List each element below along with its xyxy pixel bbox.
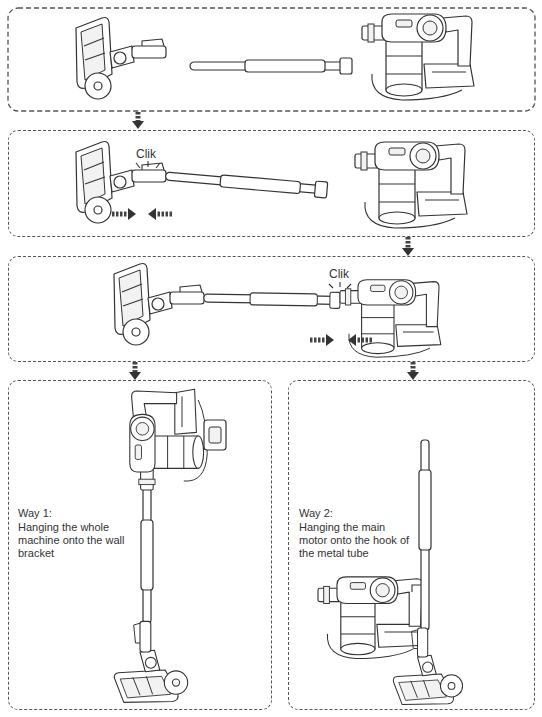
- click-label: Clik: [136, 147, 156, 161]
- dashed-panel: Way 1:Hanging the whole machine onto the…: [8, 380, 272, 710]
- metal-tube: [190, 58, 352, 74]
- click-burst: [156, 163, 160, 168]
- step-arrow: [406, 237, 411, 248]
- motor-unit: [362, 14, 474, 100]
- tube-hook: [412, 585, 421, 592]
- motor-unit: [318, 577, 424, 659]
- wall-bracket: [204, 420, 226, 450]
- bracket-hook: [209, 427, 221, 443]
- floor-head: [114, 264, 204, 346]
- click-burst: [136, 163, 140, 168]
- click-burst: [329, 284, 333, 288]
- click-label: Clik: [329, 267, 349, 281]
- floor-head: [76, 142, 166, 224]
- floor-head: [76, 18, 166, 100]
- metal-tube: [204, 290, 340, 308]
- tube-sleeve: [141, 520, 153, 590]
- click-burst: [147, 161, 148, 167]
- click-burst: [347, 284, 351, 288]
- push-arrow: [156, 212, 172, 217]
- motor-unit: [355, 142, 467, 228]
- push-arrow: [356, 338, 372, 343]
- option-description: Hanging the main motor onto the hook of …: [299, 521, 411, 561]
- step-arrow: [411, 362, 416, 372]
- dashed-panel: Clik: [8, 130, 535, 237]
- option-heading: Way 1:: [18, 507, 52, 520]
- motor-unit: [340, 280, 441, 357]
- floor-head: [114, 621, 187, 702]
- motor-unit: [130, 389, 207, 490]
- tube-sleeve: [419, 470, 431, 550]
- floor-head: [393, 628, 462, 705]
- step-arrow: [136, 112, 141, 121]
- option-description: Hanging the whole machine onto the wall …: [18, 521, 130, 561]
- push-arrow: [112, 212, 128, 217]
- push-arrow: [310, 338, 326, 343]
- dashed-panel: Clik: [8, 256, 535, 362]
- click-burst: [339, 282, 340, 287]
- dashed-panel: Way 2:Hanging the main motor onto the ho…: [288, 380, 535, 710]
- metal-tube: [165, 168, 328, 198]
- option-heading: Way 2:: [299, 507, 333, 520]
- step-arrow: [133, 362, 138, 372]
- dashed-panel: [8, 8, 535, 111]
